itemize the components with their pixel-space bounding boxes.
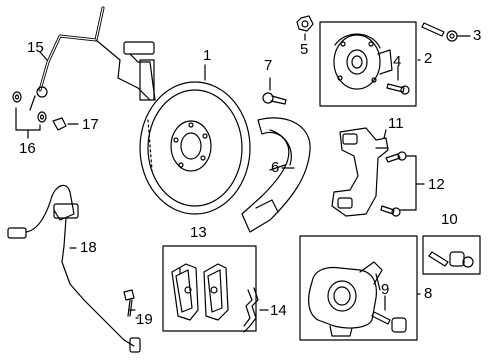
guide-pins bbox=[428, 251, 474, 268]
caliper-bracket bbox=[331, 127, 389, 217]
callout-9: 9 bbox=[381, 281, 390, 298]
hub-mount-bolt bbox=[421, 22, 471, 42]
callout-11: 11 bbox=[388, 115, 404, 132]
brake-hose bbox=[29, 6, 156, 111]
hub-bolt bbox=[386, 83, 410, 95]
anti-rattle-clip bbox=[243, 287, 269, 333]
callout-17: 17 bbox=[82, 116, 99, 133]
leader-15 bbox=[39, 51, 48, 61]
rotor-screw bbox=[262, 77, 287, 105]
caliper bbox=[308, 261, 383, 337]
caliper-box bbox=[299, 235, 418, 341]
callout-1: 1 bbox=[203, 47, 212, 64]
leader-11 bbox=[383, 129, 387, 139]
pin-box bbox=[422, 235, 481, 275]
callout-16: 16 bbox=[19, 140, 36, 157]
hub-box bbox=[319, 21, 417, 107]
guide-pin-set bbox=[371, 295, 407, 333]
callout-6: 6 bbox=[271, 159, 280, 176]
dust-shield bbox=[241, 117, 311, 233]
callout-4: 4 bbox=[393, 53, 402, 70]
callout-15: 15 bbox=[27, 39, 44, 56]
callout-12: 12 bbox=[428, 176, 445, 193]
callout-5: 5 bbox=[300, 41, 309, 58]
callout-2: 2 bbox=[424, 50, 433, 67]
brake-pads bbox=[171, 263, 229, 321]
bracket-bolts bbox=[380, 151, 425, 217]
callout-3: 3 bbox=[473, 27, 482, 44]
pads-box bbox=[162, 245, 257, 332]
sensor-bolt bbox=[123, 289, 136, 317]
callout-19: 19 bbox=[136, 311, 153, 328]
callout-14: 14 bbox=[270, 302, 287, 319]
brake-rotor bbox=[139, 64, 251, 215]
callout-10: 10 bbox=[441, 211, 458, 228]
bleeder-cap bbox=[52, 117, 79, 131]
callout-8: 8 bbox=[424, 285, 433, 302]
callout-13: 13 bbox=[190, 224, 207, 241]
hub-bearing bbox=[333, 33, 393, 90]
leader-6 bbox=[269, 164, 286, 171]
washer-set bbox=[12, 91, 47, 139]
axle-nut bbox=[296, 15, 314, 41]
wheel-speed-sensor bbox=[7, 184, 141, 353]
callout-18: 18 bbox=[80, 239, 97, 256]
callout-7: 7 bbox=[264, 57, 273, 74]
